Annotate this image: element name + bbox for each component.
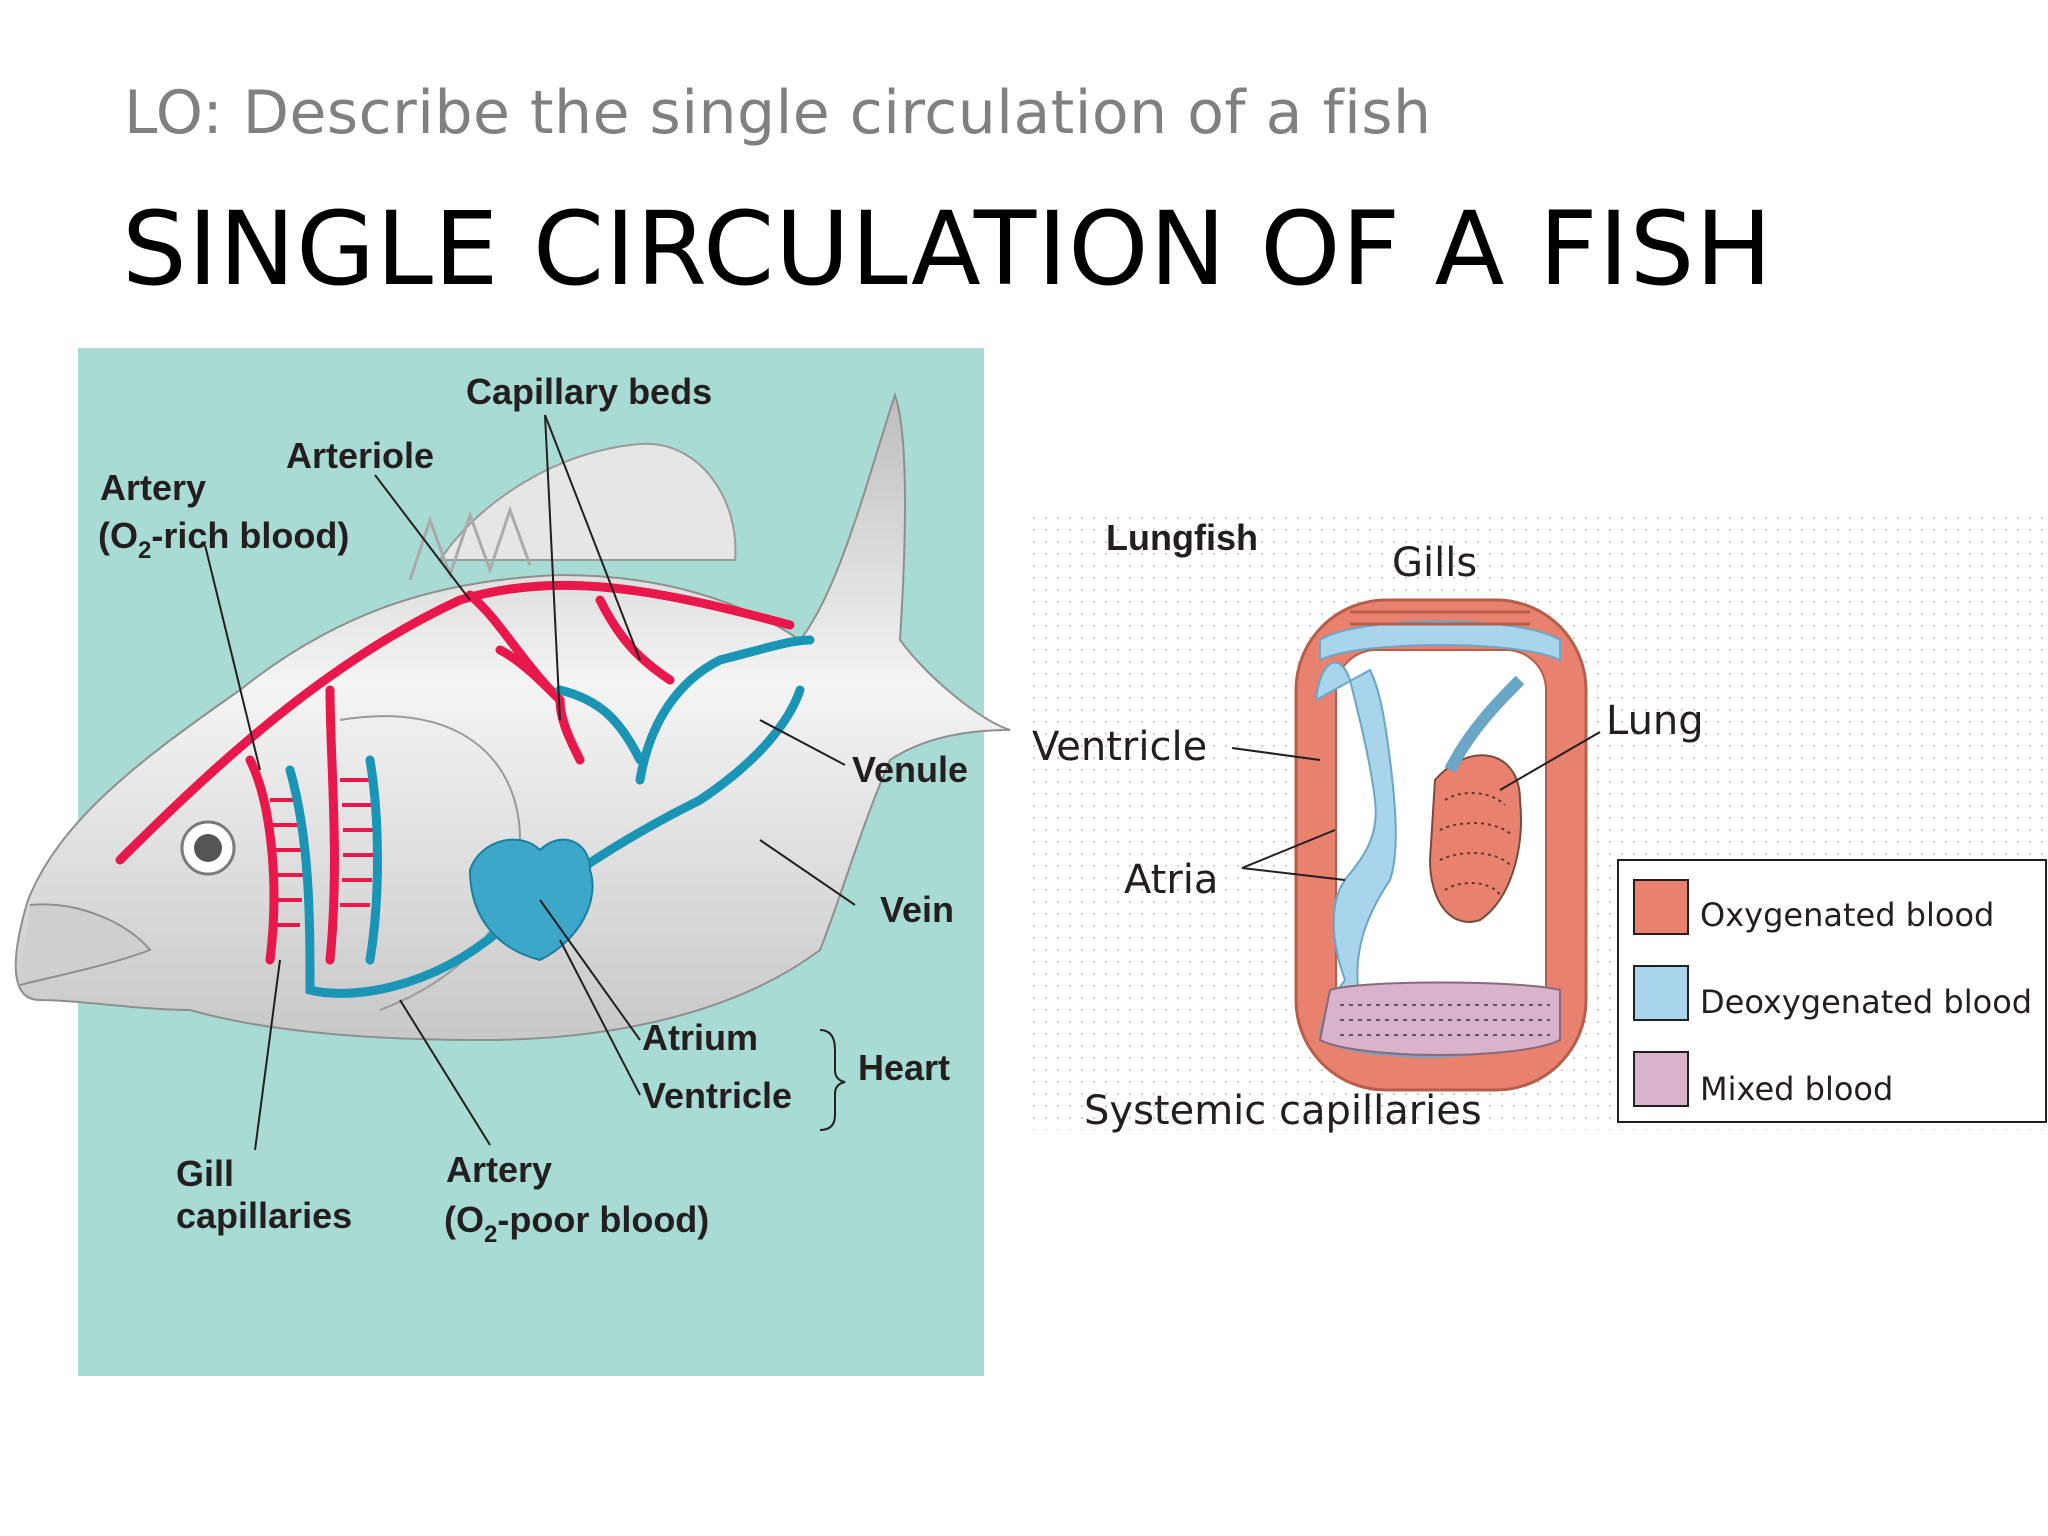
fish-pupil xyxy=(194,834,222,862)
legend-label-mixed: Mixed blood xyxy=(1700,1070,1893,1108)
legend-swatch-deoxygenated xyxy=(1633,965,1689,1021)
label-heart: Heart xyxy=(858,1047,950,1088)
label-artery-poor-line1: Artery xyxy=(446,1149,552,1190)
label-systemic-capillaries: Systemic capillaries xyxy=(1084,1088,1482,1134)
lungfish-systemic-capillaries xyxy=(1318,981,1561,1056)
label-atria: Atria xyxy=(1124,857,1218,903)
legend-swatch-oxygenated xyxy=(1633,879,1689,935)
label-gill-line1: Gill xyxy=(176,1153,234,1194)
label-artery-rich-line2: (O2-rich blood) xyxy=(98,515,349,564)
label-artery-poor-line2: (O2-poor blood) xyxy=(444,1199,709,1248)
deoxygenated-vessels xyxy=(285,635,815,998)
legend-swatch-mixed xyxy=(1633,1051,1689,1107)
fish-body xyxy=(14,391,1011,1042)
fish-mouth xyxy=(19,903,152,986)
label-ventricle: Ventricle xyxy=(642,1075,792,1116)
label-gills: Gills xyxy=(1392,540,1477,586)
label-lung: Lung xyxy=(1606,698,1704,744)
gill-capillary-combs xyxy=(270,778,373,927)
label-gill-line2: capillaries xyxy=(176,1195,352,1236)
learning-objective: LO: Describe the single circulation of a… xyxy=(124,78,1432,148)
legend-box xyxy=(1617,859,2047,1123)
oxygenated-vessels xyxy=(115,580,795,965)
label-arteriole: Arteriole xyxy=(286,435,434,476)
label-lungfish-ventricle: Ventricle xyxy=(1032,724,1207,770)
fish-circulation-diagram: Capillary beds Arteriole Artery (O2-rich… xyxy=(14,348,1011,1376)
label-venule: Venule xyxy=(852,749,968,790)
dorsal-fin xyxy=(438,442,737,561)
blood-legend: Oxygenated blood Deoxygenated blood Mixe… xyxy=(1617,859,2047,1123)
label-vein: Vein xyxy=(880,889,954,930)
label-lungfish: Lungfish xyxy=(1106,517,1258,558)
dorsal-fin-spines xyxy=(408,505,532,581)
label-capillary-beds: Capillary beds xyxy=(466,371,712,412)
label-atrium: Atrium xyxy=(642,1017,758,1058)
slide-title: SINGLE CIRCULATION OF A FISH xyxy=(122,190,1774,309)
label-artery-rich-line1: Artery xyxy=(100,467,206,508)
lungfish-gills-lines xyxy=(1350,610,1530,626)
lungfish-capillary-texture xyxy=(1340,1004,1550,1036)
lungfish-leader-lines xyxy=(1231,731,1601,881)
legend-label-deoxygenated: Deoxygenated blood xyxy=(1700,983,2032,1021)
legend-label-oxygenated: Oxygenated blood xyxy=(1700,896,1994,934)
fish-leader-lines xyxy=(204,414,856,1151)
lungfish-circulation-diagram: Lungfish Gills Ventricle Lung Atria Syst… xyxy=(1030,515,2048,1134)
lungfish-lung-vessel xyxy=(1444,675,1525,773)
